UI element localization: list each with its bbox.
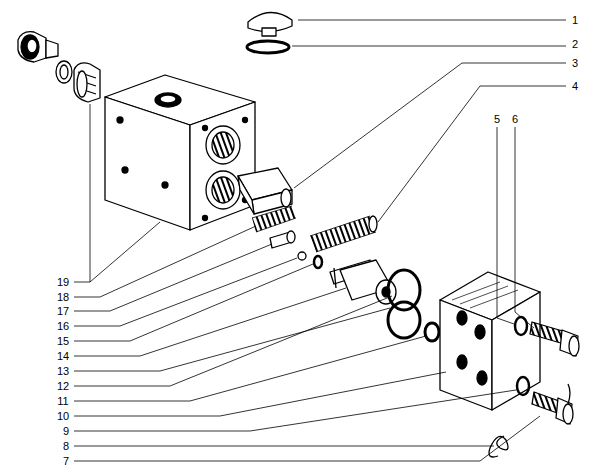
callout-number: 4 <box>571 80 579 92</box>
callout-number: 16 <box>56 320 70 332</box>
callout-number: 14 <box>56 350 70 362</box>
callout-number: 12 <box>56 380 70 392</box>
callout-number: 8 <box>62 440 70 452</box>
cover-plate <box>440 272 540 410</box>
callout-number: 17 <box>56 305 70 317</box>
callout-number: 9 <box>62 425 70 437</box>
spring <box>310 216 377 252</box>
callout-number: 13 <box>56 365 70 377</box>
bolt <box>532 384 573 424</box>
callout-number: 10 <box>56 410 70 422</box>
callout-number: 19 <box>56 276 70 288</box>
valve-block <box>105 75 255 230</box>
ring <box>425 323 439 341</box>
callout-number: 11 <box>56 395 69 407</box>
callout-number: 18 <box>56 291 70 303</box>
ring <box>314 256 322 268</box>
pin <box>270 231 295 248</box>
cap <box>248 12 292 36</box>
plug <box>18 32 72 83</box>
ball <box>298 252 306 260</box>
callout-number: 6 <box>511 113 519 125</box>
fitting <box>74 63 100 102</box>
callout-number: 3 <box>571 57 579 69</box>
sleeve <box>238 168 292 214</box>
lock-wire <box>489 436 508 457</box>
callout-number: 7 <box>62 455 70 467</box>
washer <box>517 377 529 395</box>
o-ring <box>247 41 289 53</box>
washer <box>515 317 527 335</box>
o-ring <box>388 270 420 310</box>
callout-number: 15 <box>56 335 70 347</box>
spring <box>252 206 296 232</box>
o-ring <box>388 302 420 338</box>
callout-number: 5 <box>493 113 501 125</box>
bolt <box>530 322 579 356</box>
plunger <box>330 260 396 304</box>
callout-number: 1 <box>571 14 579 26</box>
leader-lines <box>74 20 566 461</box>
callout-number: 2 <box>571 38 579 50</box>
